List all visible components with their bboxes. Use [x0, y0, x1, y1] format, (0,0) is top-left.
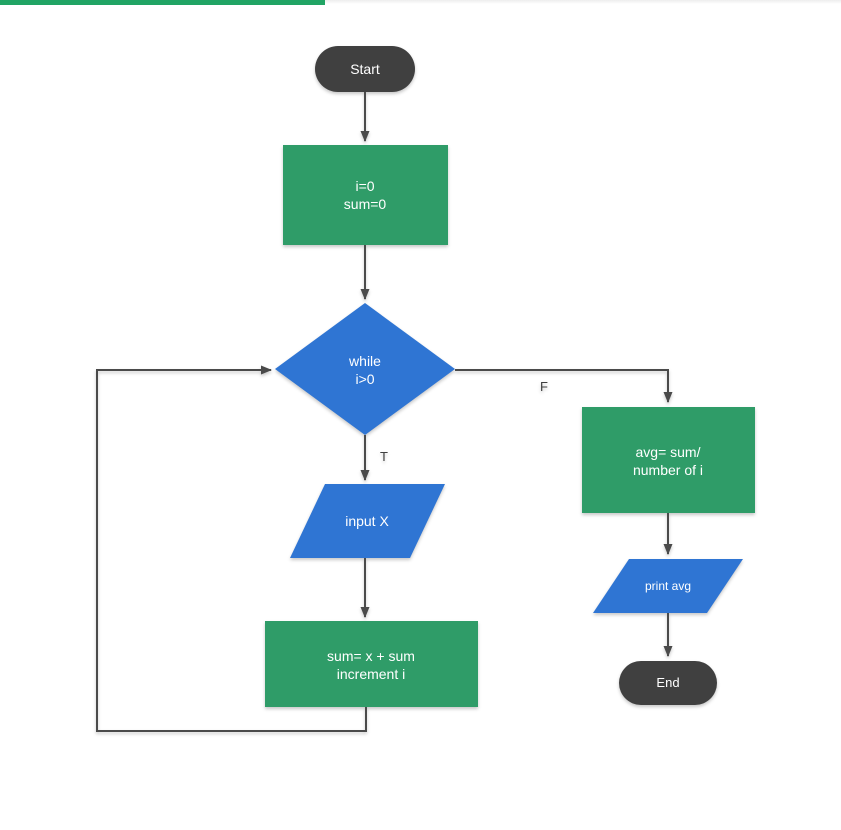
input-x-label: input X [345, 513, 389, 529]
node-group [265, 46, 755, 707]
edge-while-false-to-avg [455, 369, 673, 403]
end-label: End [656, 675, 679, 690]
start-terminator-shape[interactable] [315, 46, 415, 92]
accumulate-label-line2: increment i [337, 666, 405, 682]
node-label-group: Start i=0 sum=0 while i>0 input X sum= x… [327, 61, 703, 690]
top-progress-bar [0, 0, 325, 5]
while-decision-shape[interactable] [275, 303, 455, 435]
compute-avg-label-line1: avg= sum/ [636, 444, 701, 460]
print-avg-io-shape[interactable] [593, 559, 743, 613]
while-label-line2: i>0 [355, 371, 374, 387]
start-label: Start [350, 61, 380, 77]
init-process-shape[interactable] [283, 145, 448, 245]
while-label-line1: while [348, 353, 381, 369]
accumulate-label-line1: sum= x + sum [327, 648, 415, 664]
end-terminator-shape[interactable] [619, 661, 717, 705]
init-label-line2: sum=0 [344, 196, 387, 212]
accumulate-process-shape[interactable] [265, 621, 478, 707]
edge-label-group: T F [380, 379, 548, 464]
input-x-io-shape[interactable] [290, 484, 445, 558]
top-shadow-edge [0, 0, 841, 4]
init-label-line1: i=0 [355, 178, 374, 194]
false-branch-label: F [540, 379, 548, 394]
true-branch-label: T [380, 449, 388, 464]
compute-avg-label-line2: number of i [633, 462, 703, 478]
print-avg-label: print avg [645, 579, 691, 593]
edge-loop-back [96, 365, 367, 732]
connector-group [96, 92, 673, 732]
compute-avg-process-shape[interactable] [582, 407, 755, 513]
